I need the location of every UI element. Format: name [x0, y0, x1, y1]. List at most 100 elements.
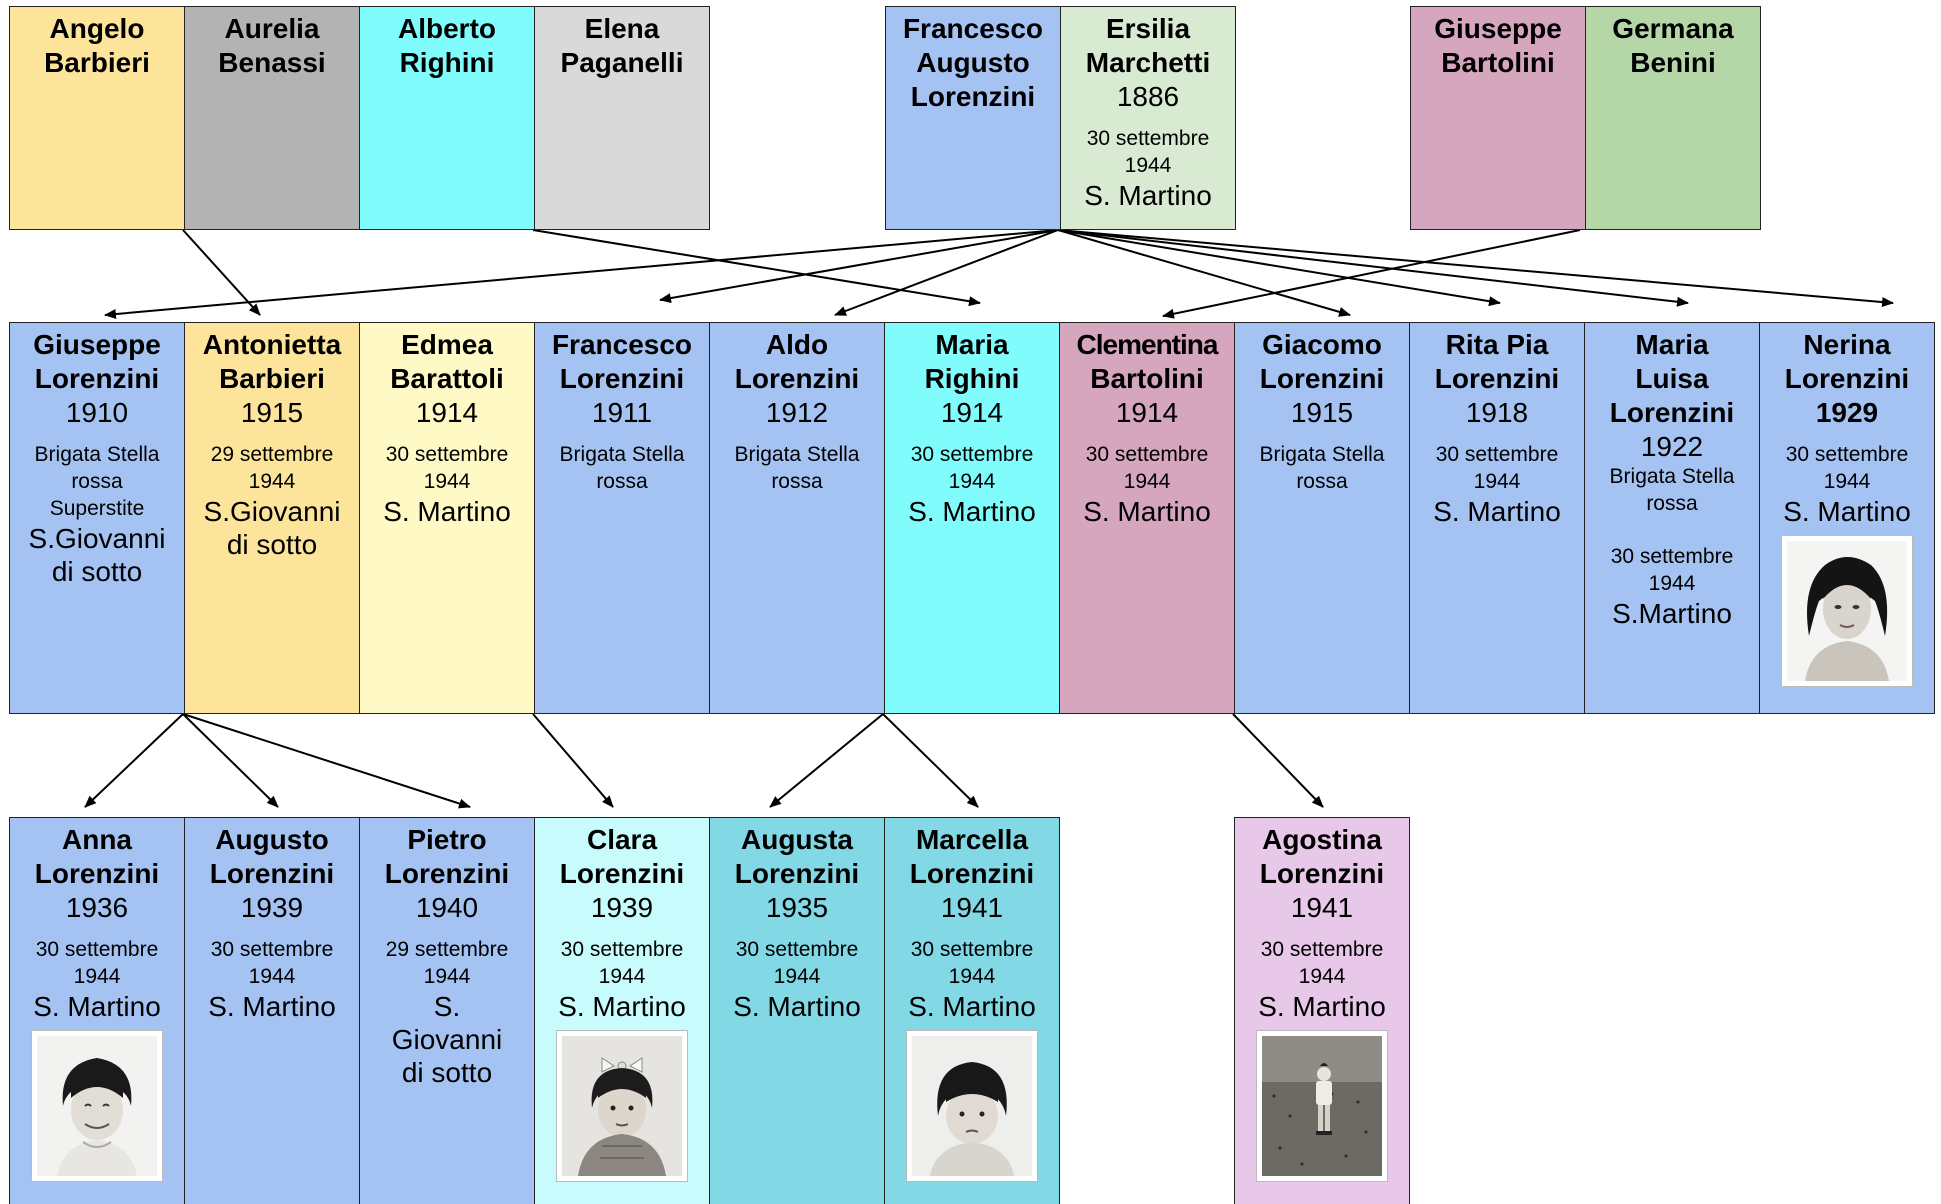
- person-card-maria-luisa-lorenzini: Maria Luisa Lorenzini 1922 Brigata Stell…: [1584, 322, 1760, 714]
- death-date: 30 settembre 1944: [1610, 545, 1734, 595]
- connector-lorenzini-to-maria-luisa: [1057, 229, 1689, 307]
- death-place: S. Martino: [908, 496, 1036, 527]
- death-date: 29 settembre 1944: [210, 443, 334, 493]
- person-card-edmea-barattoli: Edmea Barattoli 1914 30 settembre 1944 S…: [359, 322, 535, 714]
- person-card-antonietta-barbieri: Antonietta Barbieri 1915 29 settembre 19…: [184, 322, 360, 714]
- person-name: Rita Pia Lorenzini: [1434, 329, 1560, 394]
- portrait-photo: [32, 1031, 162, 1181]
- person-name: Aldo Lorenzini: [734, 329, 860, 394]
- person-name: Augusta Lorenzini: [734, 824, 860, 889]
- person-name: Germana Benini: [1612, 13, 1734, 78]
- death-date: 29 settembre 1944: [385, 938, 509, 988]
- person-card-nerina-lorenzini: Nerina Lorenzini 1929 30 settembre 1944 …: [1759, 322, 1935, 714]
- connector-lorenzini-to-giacomo: [1057, 229, 1351, 317]
- birth-year: 1936: [65, 892, 129, 923]
- person-name: Marcella Lorenzini: [909, 824, 1035, 889]
- death-place: S.Giovanni di sotto: [203, 496, 341, 560]
- person-name: Agostina Lorenzini: [1259, 824, 1385, 889]
- person-name: Clementina Bartolini: [1076, 329, 1219, 394]
- death-date: 30 settembre 1944: [1085, 443, 1209, 493]
- connector-clementina-to-agostina: [1232, 713, 1324, 808]
- death-date: 30 settembre 1944: [910, 938, 1034, 988]
- birth-year: 1914: [1115, 397, 1179, 428]
- birth-year: 1914: [415, 397, 479, 428]
- birth-year: 1915: [1290, 397, 1354, 428]
- person-name: Ersilia Marchetti: [1085, 13, 1211, 78]
- person-card-germana-benini: Germana Benini: [1585, 6, 1761, 230]
- birth-year: 1912: [765, 397, 829, 428]
- person-card-augusto-lorenzini: Augusto Lorenzini 1939 30 settembre 1944…: [184, 817, 360, 1204]
- person-name: Nerina Lorenzini: [1784, 329, 1910, 394]
- death-place: S. Giovanni di sotto: [391, 991, 503, 1088]
- birth-year: 1941: [1290, 892, 1354, 923]
- birth-year: 1939: [590, 892, 654, 923]
- connector-giuseppe-to-anna: [84, 713, 184, 808]
- person-card-francesco-augusto-lorenzini: Francesco Augusto Lorenzini: [885, 6, 1061, 230]
- death-place: S. Martino: [1783, 496, 1911, 527]
- person-card-rita-pia-lorenzini: Rita Pia Lorenzini 1918 30 settembre 194…: [1409, 322, 1585, 714]
- person-card-clementina-bartolini: Clementina Bartolini 1914 30 settembre 1…: [1059, 322, 1235, 714]
- notes: Brigata Stella rossa Superstite: [34, 443, 160, 520]
- death-date: 30 settembre 1944: [735, 938, 859, 988]
- birth-year: 1929: [1815, 397, 1879, 428]
- death-date: 30 settembre 1944: [35, 938, 159, 988]
- death-place: S. Martino: [1084, 180, 1212, 211]
- connector-lorenzini-to-nerina: [1057, 229, 1894, 308]
- notes: Brigata Stella rossa: [559, 443, 685, 493]
- notes: Brigata Stella rossa: [1259, 443, 1385, 493]
- person-name: Anna Lorenzini: [34, 824, 160, 889]
- notes: Brigata Stella rossa: [734, 443, 860, 493]
- birth-year: 1941: [940, 892, 1004, 923]
- death-date: 30 settembre 1944: [1260, 938, 1384, 988]
- death-date: 30 settembre 1944: [560, 938, 684, 988]
- death-place: S. Martino: [1258, 991, 1386, 1022]
- connector-lorenzini-to-aldo: [834, 229, 1059, 316]
- death-place: S.Martino: [1612, 598, 1732, 629]
- birth-year: 1940: [415, 892, 479, 923]
- person-name: Alberto Righini: [398, 13, 496, 78]
- person-card-angelo-barbieri: Angelo Barbieri: [9, 6, 185, 230]
- person-name: Francesco Augusto Lorenzini: [902, 13, 1044, 112]
- person-name: Maria Luisa Lorenzini: [1609, 329, 1735, 428]
- birth-year: 1911: [591, 397, 653, 428]
- person-name: Pietro Lorenzini: [384, 824, 510, 889]
- person-card-agostina-lorenzini: Agostina Lorenzini 1941 30 settembre 194…: [1234, 817, 1410, 1204]
- person-name: Edmea Barattoli: [390, 329, 504, 394]
- connector-lorenzini-to-rita-pia: [1057, 229, 1501, 307]
- birth-year: 1914: [940, 397, 1004, 428]
- connector-edmea-to-clara: [532, 713, 614, 808]
- person-card-clara-lorenzini: Clara Lorenzini 1939 30 settembre 1944 S…: [534, 817, 710, 1204]
- birth-year: 1915: [240, 397, 304, 428]
- person-card-giuseppe-lorenzini: Giuseppe Lorenzini 1910 Brigata Stella r…: [9, 322, 185, 714]
- connector-aldo-to-augusta: [769, 713, 884, 808]
- person-name: Maria Righini: [924, 329, 1020, 394]
- death-date: 30 settembre 1944: [1785, 443, 1909, 493]
- person-card-pietro-lorenzini: Pietro Lorenzini 1940 29 settembre 1944 …: [359, 817, 535, 1204]
- person-card-giacomo-lorenzini: Giacomo Lorenzini 1915 Brigata Stella ro…: [1234, 322, 1410, 714]
- birth-year: 1935: [765, 892, 829, 923]
- person-card-ersilia-marchetti: Ersilia Marchetti 1886 30 settembre 1944…: [1060, 6, 1236, 230]
- birth-year: 1918: [1465, 397, 1529, 428]
- notes: Brigata Stella rossa: [1609, 465, 1735, 515]
- death-date: 30 settembre 1944: [385, 443, 509, 493]
- birth-year: 1939: [240, 892, 304, 923]
- person-name: Giuseppe Bartolini: [1434, 13, 1562, 78]
- connector-righini-to-maria: [532, 229, 981, 307]
- full-figure-photo: [1257, 1031, 1387, 1181]
- death-date: 30 settembre 1944: [210, 938, 334, 988]
- death-place: S. Martino: [733, 991, 861, 1022]
- death-date: 30 settembre 1944: [910, 443, 1034, 493]
- person-card-aurelia-benassi: Aurelia Benassi: [184, 6, 360, 230]
- birth-year: 1910: [65, 397, 129, 428]
- death-place: S. Martino: [208, 991, 336, 1022]
- person-card-alberto-righini: Alberto Righini: [359, 6, 535, 230]
- person-name: Giacomo Lorenzini: [1259, 329, 1385, 394]
- person-name: Giuseppe Lorenzini: [33, 329, 161, 394]
- connector-barbieri-to-antonietta: [182, 229, 261, 316]
- person-name: Aurelia Benassi: [218, 13, 326, 78]
- connector-lorenzini-to-francesco: [659, 229, 1059, 304]
- death-date: 30 settembre 1944: [1435, 443, 1559, 493]
- connector-lorenzini-to-giuseppe: [104, 229, 1059, 320]
- death-date: 30 settembre 1944: [1086, 127, 1210, 177]
- connector-giuseppe-to-augusto: [182, 713, 279, 808]
